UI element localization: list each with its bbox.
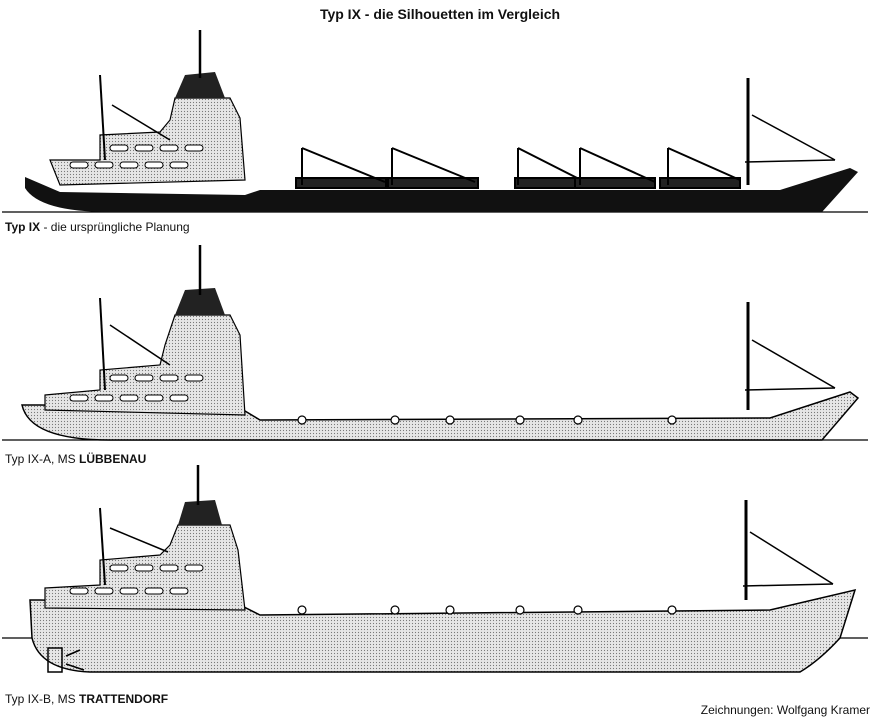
ship-silhouette-typ-ix (2, 30, 868, 213)
figure-title: Typ IX - die Silhouetten im Vergleich (319, 6, 561, 22)
drawing-credit: Zeichnungen: Wolfgang Kramer (700, 703, 870, 717)
caption-typ-ix-a: Typ IX-A, MS LÜBBENAU (5, 452, 147, 466)
ship-silhouette-typ-ix-b (2, 465, 868, 673)
caption-typ-ix: Typ IX - die ursprüngliche Planung (5, 220, 190, 234)
caption-typ-ix-b: Typ IX-B, MS TRATTENDORF (5, 692, 169, 706)
ship-silhouette-typ-ix-a (2, 245, 868, 441)
